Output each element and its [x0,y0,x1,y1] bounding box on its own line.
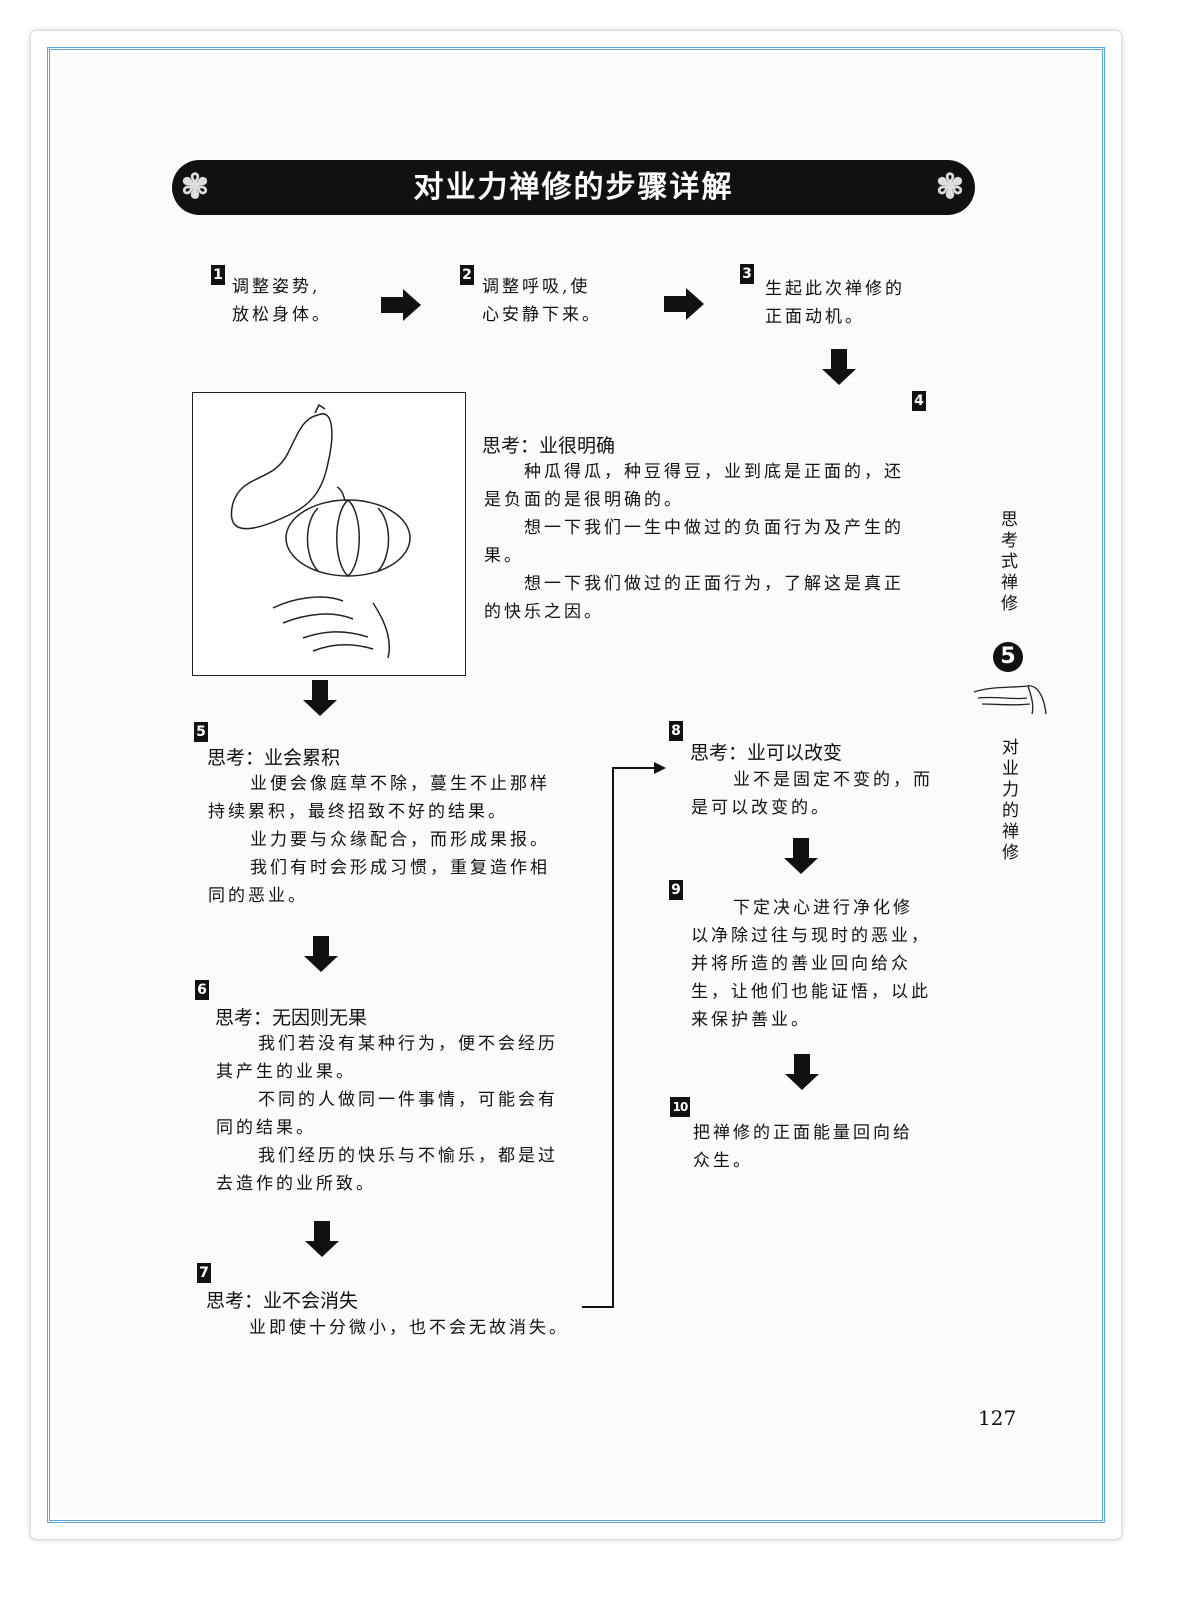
step-3-line-2: 正面动机。 [765,307,865,327]
step-4-line: 想一下我们一生中做过的负面行为及产生的 [524,518,904,538]
title-banner: ✾ 对业力禅修的步骤详解 ✾ [172,160,975,215]
side-tab-section: 思考式禅修 [997,510,1017,615]
step-9-line: 下定决心进行净化修 [733,898,913,918]
page-outer-frame [30,30,1122,1540]
down-arrow-icon [822,349,856,385]
step-6-line: 不同的人做同一件事情，可能会有 [258,1090,558,1110]
step-4-line: 果。 [484,546,524,566]
step-6-line: 其产生的业果。 [216,1062,356,1082]
step-5-heading: 思考：业会累积 [207,747,341,769]
down-arrow-icon [303,680,337,716]
page-number: 127 [978,1406,1017,1430]
step-9-line: 来保护善业。 [691,1010,811,1030]
step-9-line: 生，让他们也能证悟，以此 [691,982,931,1002]
step-4-line: 的快乐之因。 [484,602,604,622]
step-8-line: 是可以改变的。 [691,798,831,818]
step-2-line-2: 心安静下来。 [482,305,602,325]
side-tab-chapter-title: 对业力的禅修 [998,738,1018,864]
step-badge-3: 3 [740,264,754,284]
chapter-number-badge: 5 [993,642,1023,672]
hand-icon [972,678,1050,722]
step-4-heading: 思考：业很明确 [482,435,616,457]
step-badge-4: 4 [912,391,926,411]
step-4-line: 种瓜得瓜，种豆得豆，业到底是正面的，还 [524,462,904,482]
arrowhead-icon [654,762,666,774]
step-10-line: 众生。 [693,1151,753,1171]
step-1-line-1: 调整姿势, [232,277,321,297]
step-badge-8: 8 [669,721,683,741]
step-badge-5: 5 [194,722,208,742]
down-arrow-icon [304,936,338,972]
book-page [53,53,1096,1514]
step-2-line-1: 调整呼吸,使 [482,277,591,297]
gourd-pumpkin-illustration [192,392,466,676]
down-arrow-icon [784,838,818,874]
right-arrow-icon [664,288,704,320]
connector-line [612,767,614,1308]
down-arrow-icon [305,1221,339,1257]
lotus-ornament-icon: ✾ [935,167,967,207]
step-9-line: 并将所造的善业回向给众 [691,954,911,974]
step-5-line: 业便会像庭草不除，蔓生不止那样 [250,774,550,794]
step-6-line: 我们经历的快乐与不愉乐，都是过 [258,1146,558,1166]
step-5-line: 业力要与众缘配合，而形成果报。 [250,830,550,850]
step-10-line: 把禅修的正面能量回向给 [693,1123,913,1143]
step-badge-1: 1 [211,265,225,285]
connector-line [612,767,656,769]
step-6-line: 同的结果。 [216,1118,316,1138]
step-9-line: 以净除过往与现时的恶业， [691,926,931,946]
step-badge-2: 2 [460,265,474,285]
step-8-heading: 思考：业可以改变 [690,742,843,764]
step-6-line: 去造作的业所致。 [216,1174,376,1194]
step-badge-9: 9 [669,880,683,900]
down-arrow-icon [785,1054,819,1090]
step-badge-6: 6 [195,980,209,1000]
step-8-line: 业不是固定不变的，而 [733,770,933,790]
lotus-ornament-icon: ✾ [180,167,212,207]
step-badge-7: 7 [197,1263,211,1283]
page-title: 对业力禅修的步骤详解 [413,170,734,205]
step-7-heading: 思考：业不会消失 [206,1290,359,1312]
step-5-line: 持续累积，最终招致不好的结果。 [208,802,508,822]
right-arrow-icon [381,289,421,321]
step-6-line: 我们若没有某种行为，便不会经历 [258,1034,558,1054]
step-7-line: 业即使十分微小，也不会无故消失。 [249,1318,569,1338]
step-4-line: 是负面的是很明确的。 [484,490,684,510]
step-4-line: 想一下我们做过的正面行为，了解这是真正 [524,574,904,594]
step-5-line: 我们有时会形成习惯，重复造作相 [250,858,550,878]
connector-line [582,1306,614,1308]
step-3-line-1: 生起此次禅修的 [765,279,905,299]
step-5-line: 同的恶业。 [208,886,308,906]
step-badge-10: 10 [670,1097,690,1117]
step-1-line-2: 放松身体。 [232,305,332,325]
step-6-heading: 思考：无因则无果 [215,1007,368,1029]
page-blue-border [47,47,1105,1523]
